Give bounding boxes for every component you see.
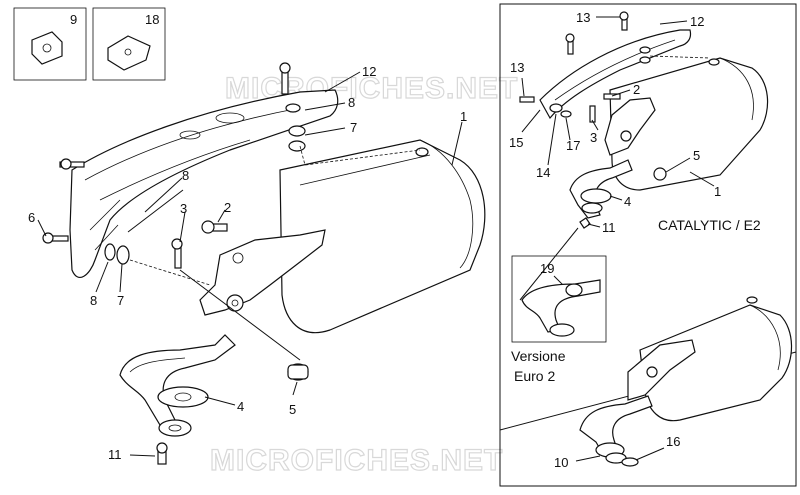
leader-lines-main [37,71,463,457]
inset-callout-16: 16 [666,434,680,449]
callout-5: 5 [289,402,296,417]
inset-callout-3: 3 [590,130,597,145]
clip-9-label: 9 [70,12,77,27]
callout-2: 2 [224,200,231,215]
caption-versione: Versione [511,348,566,364]
leader-lines-inset [519,16,715,301]
watermark-bottom: MICROFICHES.NET [210,444,503,477]
mounting-bracket-main [199,229,326,316]
inset-callout-12: 12 [690,14,704,29]
inset-callout-13-top: 13 [576,10,590,25]
clip-18-label: 18 [145,12,159,27]
versione-euro2-box: 19 Versione Euro 2 [511,255,607,384]
callout-7: 7 [350,120,357,135]
caption-catalytic-e2: CATALYTIC / E2 [658,217,761,233]
callout-4: 4 [237,399,244,414]
inset-callout-19: 19 [540,261,554,276]
callout-3: 3 [180,201,187,216]
inset-callout-2: 2 [633,82,640,97]
muffler-main [279,139,486,334]
inset-callout-10: 10 [554,455,568,470]
callouts-main: 12 8 7 1 8 3 2 6 8 7 4 5 11 [28,64,467,462]
lower-muffler-assembly: 10 16 [554,296,793,470]
exhaust-pipe-main [119,334,236,437]
inset-callout-14: 14 [536,165,550,180]
callout-12: 12 [362,64,376,79]
inset-callout-5: 5 [693,148,700,163]
inset-callout-15: 15 [509,135,523,150]
callout-11: 11 [108,447,122,462]
inset-callout-4: 4 [624,194,631,209]
inset-callout-1: 1 [714,184,721,199]
callout-6: 6 [28,210,35,225]
inset-callout-13: 13 [510,60,524,75]
caption-euro2: Euro 2 [514,368,555,384]
callouts-inset: 13 12 13 2 15 3 14 17 5 1 4 11 CATALYTIC… [509,10,761,235]
callout-8-left: 8 [182,168,189,183]
clip-box-18: 18 [92,7,166,81]
inset-callout-11: 11 [602,220,616,235]
catalytic-assembly [519,11,769,229]
clip-box-9: 9 [13,7,87,81]
fasteners-main [42,62,309,465]
inset-callout-17: 17 [566,138,580,153]
callout-8-bottom: 8 [90,293,97,308]
callout-1: 1 [460,109,467,124]
callout-8: 8 [348,95,355,110]
callout-7-bottom: 7 [117,293,124,308]
